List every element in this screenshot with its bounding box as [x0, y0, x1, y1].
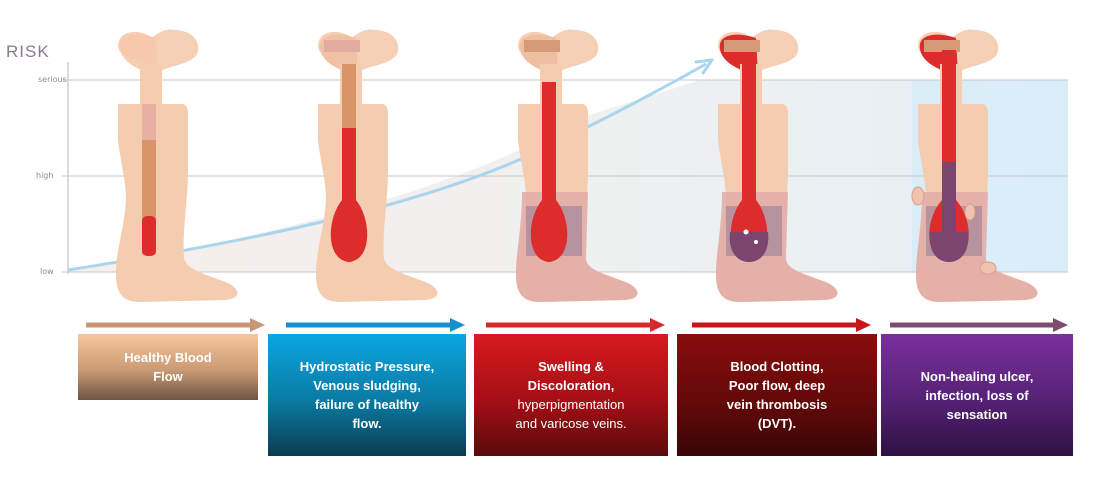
leg-stage-4 — [716, 29, 838, 302]
valve-band — [924, 40, 960, 52]
risk-curve — [67, 62, 707, 272]
stage-text-line: Venous sludging, — [313, 378, 421, 393]
stage-text-line: failure of healthy — [314, 397, 420, 412]
y-label-serious: serious — [38, 75, 67, 84]
stage-text-swelling: Swelling & Discoloration, hyperpigmentatio… — [515, 357, 626, 433]
stage-text-line: Blood Clotting, — [730, 359, 824, 374]
ulcer-bump — [979, 261, 997, 275]
arrow-ulcer — [890, 318, 1068, 332]
vein-lower — [542, 82, 556, 218]
arrow-swelling — [486, 318, 665, 332]
ulcer-bump — [964, 203, 976, 221]
stage-text-line: sensation — [946, 406, 1008, 422]
arrow-hydrostatic — [286, 318, 465, 332]
vein-segment — [342, 64, 356, 128]
vein-segment — [142, 140, 156, 216]
stage-text-line: infection, loss of — [925, 387, 1029, 403]
stage-text-line: (DVT). — [757, 416, 797, 431]
risk-curve-arrowhead — [694, 58, 714, 75]
stage-text-clotting: Blood Clotting, Poor flow, deep vein throm… — [727, 357, 827, 433]
pooled-blood — [729, 232, 769, 262]
ulcer-bump — [911, 186, 925, 206]
stage-text-line: flow. — [352, 416, 382, 431]
clot-dot — [743, 229, 749, 235]
leg-stage-5 — [911, 29, 1038, 302]
stage-text-line: Discoloration, — [527, 378, 615, 393]
arrow-healthy — [86, 318, 265, 332]
stage-text-line: Hydrostatic Pressure, — [299, 359, 435, 374]
vein-lower — [342, 128, 356, 218]
thigh-stub — [140, 64, 162, 108]
leg-stage-1 — [116, 29, 238, 302]
valve-band — [524, 40, 560, 52]
stage-text-line: Flow — [153, 369, 183, 384]
valve-band — [724, 40, 760, 52]
risk-axis-title: RISK — [6, 42, 50, 61]
stage-text-line: Healthy Blood — [124, 350, 212, 365]
stage-text-ulcer: Non-healing ulcer, infection, loss of sens… — [921, 367, 1034, 424]
pooled-blood-column — [942, 162, 956, 234]
vein-lower — [142, 216, 156, 256]
stage-text-line: and varicose veins. — [515, 416, 627, 431]
stage-text-line: vein thrombosis — [726, 397, 828, 412]
stage-text-line: Poor flow, deep — [728, 378, 826, 393]
stage-text-line: Swelling & — [538, 359, 604, 374]
stage-text-hydrostatic: Hydrostatic Pressure, Venous sludging, fai… — [300, 357, 434, 433]
vein-segment — [142, 104, 156, 140]
stage-box-swelling: Swelling & Discoloration, hyperpigmentatio… — [474, 334, 668, 456]
stage-text-line: hyperpigmentation — [517, 397, 625, 412]
vein-bulge — [330, 200, 368, 262]
leg-stage-3 — [516, 29, 638, 302]
vein-lower — [742, 64, 756, 218]
valve-band — [324, 40, 360, 52]
leg-stage-2 — [316, 29, 438, 302]
y-label-low: low — [40, 267, 54, 276]
progression-arrows — [86, 318, 1068, 332]
stage-text-line: Non-healing ulcer, — [920, 368, 1034, 384]
clot-dot — [754, 240, 758, 244]
vein-bulge — [530, 200, 568, 262]
stage-box-ulcer: Non-healing ulcer, infection, loss of sens… — [881, 334, 1073, 456]
arrow-clotting — [692, 318, 871, 332]
stage-box-hydrostatic: Hydrostatic Pressure, Venous sludging, fai… — [268, 334, 466, 456]
stage-box-clotting: Blood Clotting, Poor flow, deep vein throm… — [677, 334, 877, 456]
y-label-high: high — [36, 171, 54, 180]
pooled-blood — [929, 232, 969, 262]
